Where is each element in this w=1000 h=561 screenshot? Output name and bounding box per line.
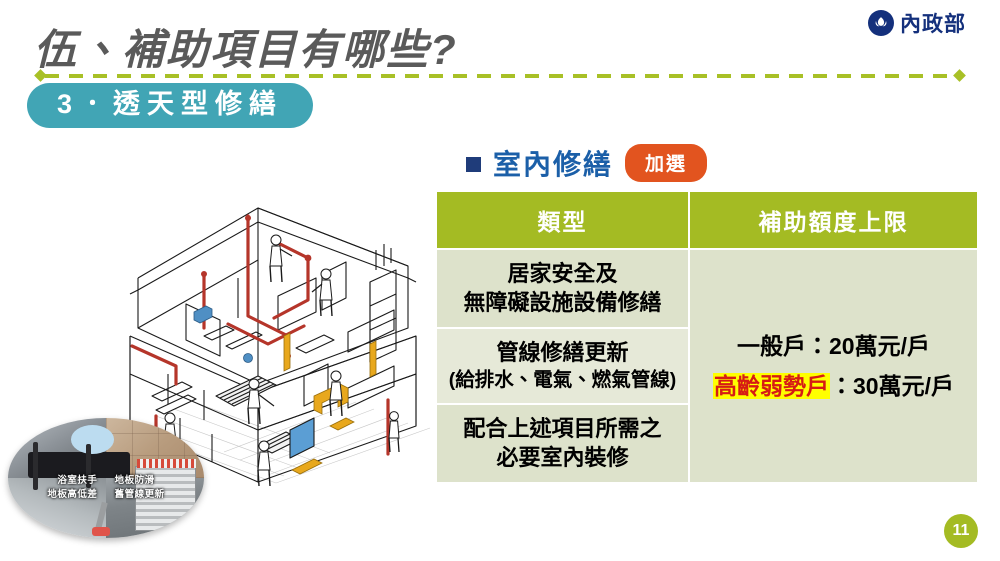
table-header-row: 類型 補助額度上限 (437, 192, 977, 248)
photo-caption-1: 浴室扶手 (57, 475, 98, 486)
divider-dashed-line (45, 74, 955, 78)
photo-quadrant-floor-level (8, 478, 106, 538)
title-divider (34, 69, 966, 82)
ministry-logo: 內政部 (868, 8, 966, 38)
cell-type-3: 配合上述項目所需之 必要室內裝修 (437, 405, 688, 483)
divider-diamond-right-icon (953, 69, 966, 82)
amount-general: 一般戶：20萬元/戶 (737, 332, 930, 359)
cell-type-1-line1: 居家安全及 (507, 261, 618, 286)
amount-vulnerable-highlight: 高齡弱勢戶 (713, 373, 830, 400)
photo-grabbar-highlight-icon (70, 425, 114, 454)
subsection-pill: 3．透天型修繕 (27, 83, 314, 129)
photo-tool-head (92, 527, 110, 536)
column-header-limit: 補助額度上限 (690, 192, 977, 248)
amount-vulnerable-rest: ：30萬元/戶 (830, 373, 954, 400)
subsidy-table: 類型 補助額度上限 居家安全及 無障礙設施設備修繕 一般戶：20萬元/戶 高齡弱… (435, 190, 979, 484)
amount-vulnerable: 高齡弱勢戶：30萬元/戶 (696, 366, 971, 406)
photo-caption-row-2: 地板高低差 舊管線更新 (8, 486, 204, 500)
column-header-type: 類型 (437, 192, 688, 248)
cell-type-3-line2: 必要室內裝修 (496, 444, 629, 470)
cell-type-3-line1: 配合上述項目所需之 (463, 416, 662, 442)
cell-type-2-line1: 管線修繕更新 (496, 340, 629, 366)
page-title: 伍、補助項目有哪些? (34, 26, 458, 73)
isometric-townhouse-renovation-cutaway (108, 178, 448, 488)
photo-caption-3: 地板高低差 (47, 489, 98, 501)
status-badge: 加選 (625, 144, 708, 182)
photo-electrical-panel (135, 466, 197, 531)
photo-grab-bar-2 (86, 444, 92, 488)
photo-wiring-strip (137, 458, 197, 469)
table-row: 配合上述項目所需之 必要室內裝修 (437, 405, 977, 483)
cell-type-1-line2: 無障礙設施設備修繕 (463, 289, 662, 315)
renovation-photo-collage: 浴室扶手 地板防滑 地板高低差 舊管線更新 (8, 418, 204, 538)
cell-subsidy-limit: 一般戶：20萬元/戶 高齡弱勢戶：30萬元/戶 (690, 250, 977, 483)
photo-grab-bar (33, 442, 39, 490)
photo-caption-4: 舊管線更新 (114, 489, 165, 501)
cell-type-2-line2: (給排水、電氣、燃氣管線) (448, 368, 677, 391)
photo-caption-row-1: 浴室扶手 地板防滑 (8, 472, 204, 486)
page-number-badge: 11 (944, 514, 978, 548)
section-heading: 室內修繕 加選 (466, 143, 708, 183)
cell-type-1: 居家安全及 無障礙設施設備修繕 (437, 250, 688, 328)
photo-caption-2: 地板防滑 (114, 475, 155, 486)
cell-type-2: 管線修繕更新 (給排水、電氣、燃氣管線) (437, 329, 688, 404)
ministry-logo-text: 內政部 (900, 11, 966, 36)
square-bullet-icon (466, 157, 481, 172)
section-title: 室內修繕 (493, 149, 614, 180)
table-row: 居家安全及 無障礙設施設備修繕 一般戶：20萬元/戶 高齡弱勢戶：30萬元/戶 (437, 250, 977, 483)
ministry-emblem-icon (868, 10, 894, 36)
photo-counter-shape (27, 451, 130, 478)
table-row: 管線修繕更新 (給排水、電氣、燃氣管線) (437, 329, 977, 404)
